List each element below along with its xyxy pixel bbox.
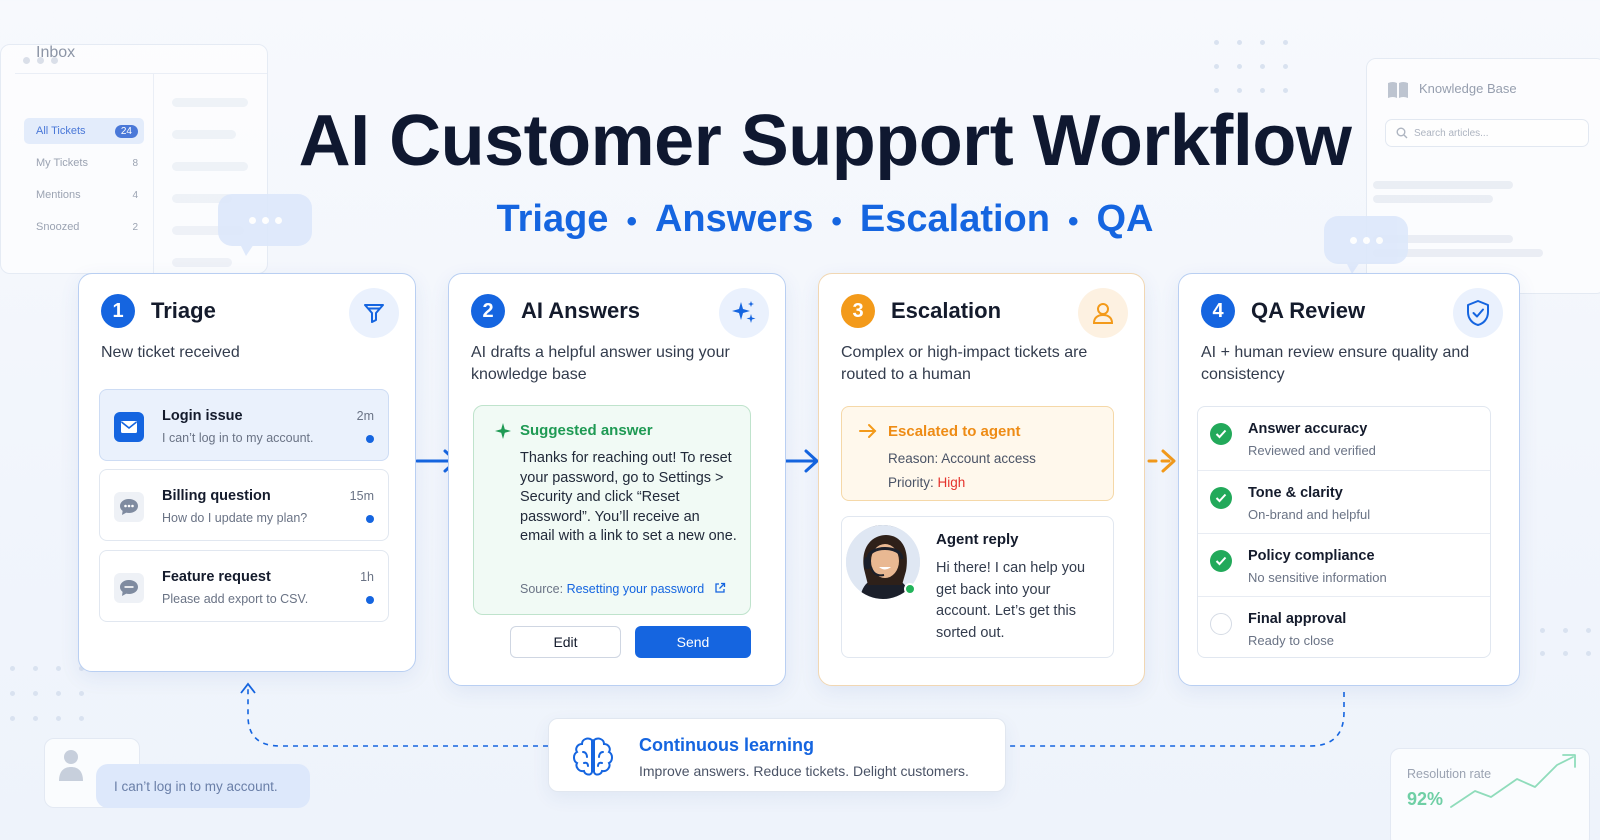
suggested-answer-box: Suggested answer Thanks for reaching out…	[473, 405, 751, 615]
message-icon	[114, 573, 144, 603]
chat-preview-bubble: I can’t log in to my account.	[96, 764, 310, 808]
qa-check-item[interactable]: Final approval Ready to close	[1198, 596, 1490, 659]
ticket-item[interactable]: Login issue I can’t log in to my account…	[99, 389, 389, 461]
brain-icon	[573, 737, 613, 776]
triage-card: 1 Triage New ticket received Login issue…	[78, 273, 416, 672]
filter-icon	[349, 288, 399, 338]
qa-check-item[interactable]: Policy compliance No sensitive informati…	[1198, 533, 1490, 596]
escalation-priority: Priority: High	[888, 475, 966, 490]
continuous-learning-panel: Continuous learning Improve answers. Red…	[548, 718, 1006, 792]
arrow-right-icon	[859, 424, 877, 438]
window-dots	[23, 57, 58, 64]
dot-grid-decoration	[10, 666, 84, 721]
escalated-title: Escalated to agent	[888, 423, 1021, 440]
kb-search-input[interactable]: Search articles...	[1385, 119, 1589, 147]
page-subtitle: Triage•Answers•Escalation•QA	[496, 198, 1154, 240]
step-number: 1	[101, 294, 135, 328]
answer-source: Source: Resetting your password	[520, 582, 726, 596]
suggested-answer-title: Suggested answer	[520, 422, 653, 439]
dot-grid-decoration	[1540, 628, 1591, 656]
card-description: New ticket received	[101, 344, 240, 361]
chat-bubble-decoration	[218, 194, 312, 256]
check-circle-icon	[1210, 550, 1232, 572]
agent-reply-text: Hi there! I can help you get back into y…	[936, 560, 1086, 641]
ticket-item[interactable]: Feature request Please add export to CSV…	[99, 550, 389, 622]
shield-check-icon	[1453, 288, 1503, 338]
priority-value: High	[937, 475, 966, 490]
unread-dot	[366, 515, 374, 523]
send-button[interactable]: Send	[635, 626, 751, 658]
external-link-icon[interactable]	[714, 582, 726, 594]
learning-text: Improve answers. Reduce tickets. Delight…	[639, 763, 969, 779]
escalation-reason: Reason: Account access	[888, 451, 1036, 466]
card-title: Escalation	[891, 298, 1002, 323]
sparkles-icon	[719, 288, 769, 338]
qa-check-item[interactable]: Tone & clarity On-brand and helpful	[1198, 470, 1490, 533]
agent-reply-box: Agent reply Hi there! I can help you get…	[841, 516, 1114, 658]
card-description: Complex or high-impact tickets are route…	[841, 344, 1088, 383]
qa-check-item[interactable]: Answer accuracy Reviewed and verified	[1198, 407, 1490, 470]
mail-icon	[114, 412, 144, 442]
resolution-value: 92%	[1407, 789, 1444, 809]
learning-title: Continuous learning	[639, 735, 814, 755]
agent-reply-title: Agent reply	[936, 531, 1019, 548]
check-circle-icon	[1210, 423, 1232, 445]
card-title: QA Review	[1251, 298, 1366, 323]
resolution-label: Resolution rate	[1407, 767, 1492, 781]
step-number: 3	[841, 294, 875, 328]
sparkle-icon	[495, 423, 511, 439]
unread-dot	[366, 435, 374, 443]
page-title: AI Customer Support Workflow	[298, 101, 1352, 181]
trend-up-icon	[1450, 754, 1576, 808]
knowledge-base-title: Knowledge Base	[1419, 81, 1517, 96]
escalated-box: Escalated to agent Reason: Account acces…	[841, 406, 1114, 501]
chat-icon	[114, 492, 144, 522]
person-icon	[1078, 288, 1128, 338]
card-title: Triage	[151, 298, 216, 323]
escalation-card: 3 Escalation Complex or high-impact tick…	[818, 273, 1145, 686]
empty-circle-icon	[1210, 613, 1232, 635]
book-icon	[1388, 82, 1408, 98]
search-icon	[1396, 127, 1408, 139]
qa-review-card: 4 QA Review AI + human review ensure qua…	[1178, 273, 1520, 686]
edit-button[interactable]: Edit	[510, 626, 621, 658]
ai-answers-card: 2 AI Answers AI drafts a helpful answer …	[448, 273, 786, 686]
step-number: 2	[471, 294, 505, 328]
ticket-item[interactable]: Billing question How do I update my plan…	[99, 469, 389, 541]
qa-checklist: Answer accuracy Reviewed and verified To…	[1197, 406, 1491, 658]
check-circle-icon	[1210, 487, 1232, 509]
resolution-rate-panel: Resolution rate 92%	[1390, 748, 1590, 840]
suggested-answer-text: Thanks for reaching out! To reset your p…	[520, 450, 737, 544]
user-icon	[59, 750, 83, 781]
source-link[interactable]: Resetting your password	[566, 582, 705, 596]
inbox-title: Inbox	[36, 44, 76, 61]
online-status-dot	[904, 583, 916, 595]
step-number: 4	[1201, 294, 1235, 328]
card-description: AI drafts a helpful answer using your kn…	[471, 344, 730, 383]
unread-dot	[366, 596, 374, 604]
card-title: AI Answers	[521, 298, 641, 323]
card-description: AI + human review ensure quality and con…	[1201, 344, 1470, 383]
chat-bubble-decoration	[1324, 216, 1408, 274]
background-inbox-panel	[0, 44, 268, 274]
dot-grid-decoration	[1214, 40, 1288, 93]
